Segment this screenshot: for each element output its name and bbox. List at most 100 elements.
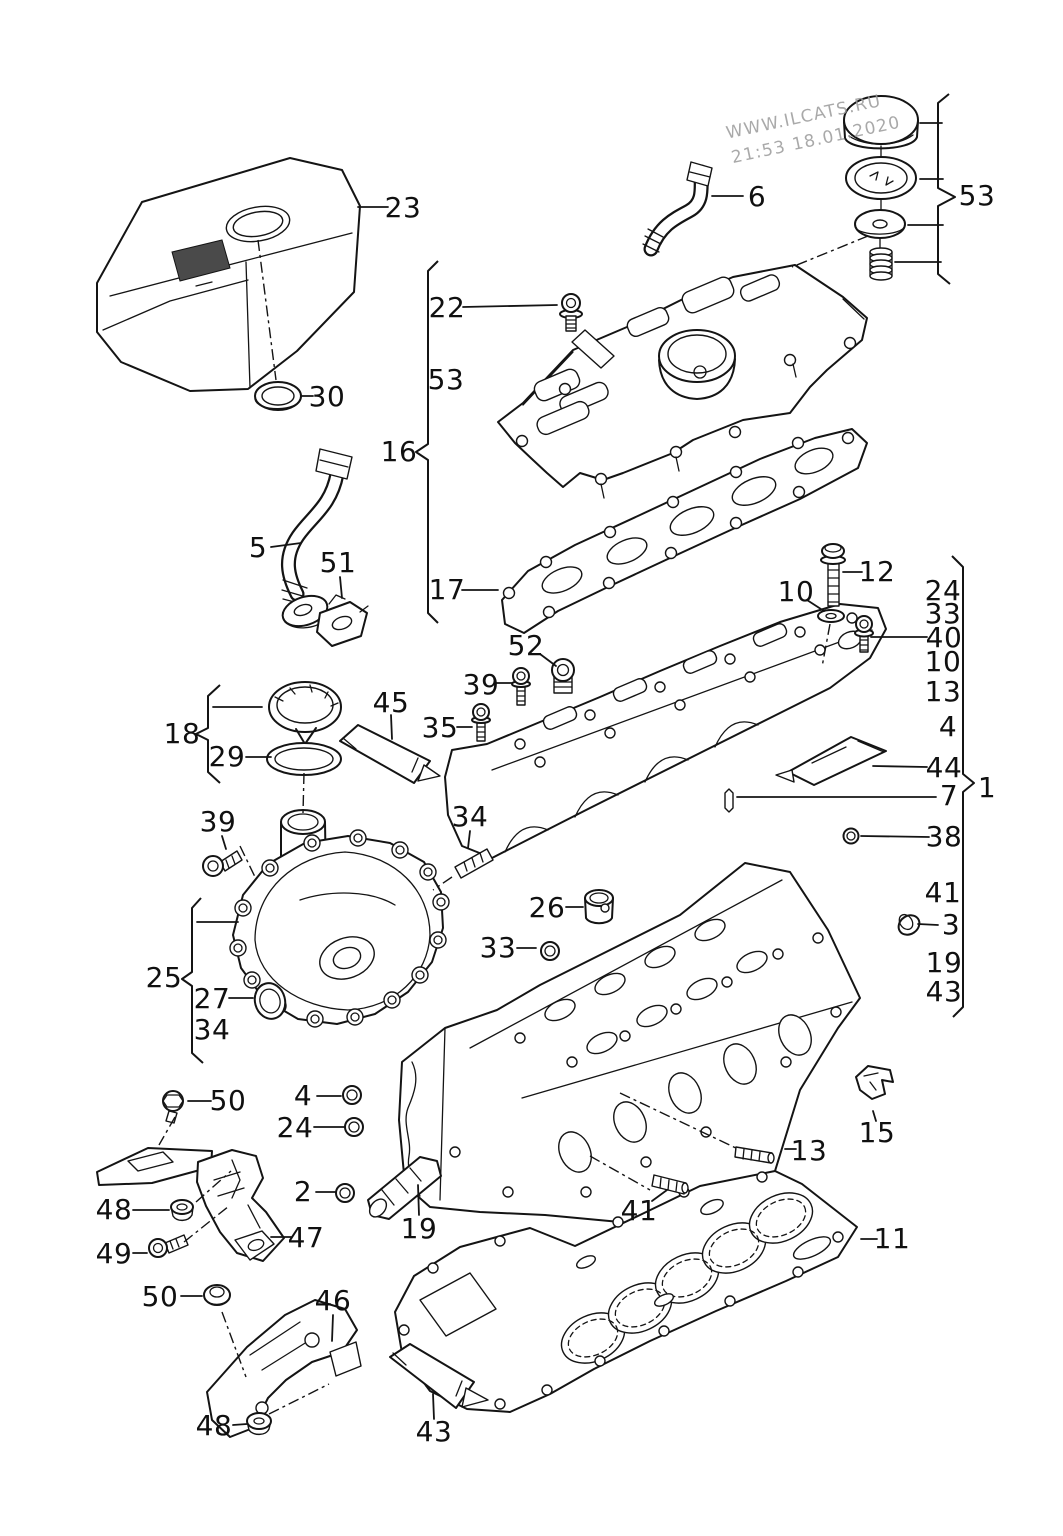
part-bolt-39-left [202, 850, 243, 877]
part-label-44: 44 [925, 751, 963, 784]
part-label-6: 6 [747, 180, 767, 213]
part-label-19: 19 [400, 1212, 438, 1245]
part-label-40: 40 [925, 621, 963, 654]
part-label-5: 5 [248, 531, 268, 564]
part-label-34: 34 [451, 800, 489, 833]
part-label-16: 16 [380, 435, 418, 468]
part-vent-hose-5 [280, 448, 353, 629]
leader-line-19 [417, 1184, 420, 1216]
part-label-17: 17 [428, 573, 466, 606]
part-washer-10 [817, 609, 845, 623]
part-label-30: 30 [308, 380, 346, 413]
part-label-35: 35 [421, 711, 459, 744]
part-label-24: 24 [924, 574, 962, 607]
part-bolt-40 [854, 615, 874, 653]
leader-line-3 [917, 923, 939, 926]
construction-line [791, 235, 869, 268]
part-nut-48-upper [170, 1199, 194, 1222]
leader-line-39 [221, 835, 227, 850]
leader-line-15 [872, 1110, 877, 1122]
part-label-48: 48 [95, 1193, 133, 1226]
part-label-15: 15 [858, 1116, 896, 1149]
part-cap-seal-29 [266, 742, 342, 776]
construction-line [195, 1170, 232, 1203]
part-label-4: 4 [293, 1079, 313, 1112]
part-bolt-49 [148, 1234, 189, 1258]
part-oil-cap-18 [268, 681, 342, 745]
part-label-33: 33 [924, 597, 962, 630]
part-label-2: 2 [293, 1175, 313, 1208]
part-bolt-22 [559, 293, 583, 332]
part-label-13: 13 [924, 675, 962, 708]
part-stud-41 [651, 1174, 689, 1195]
part-cap-nut-50-lower [203, 1284, 231, 1306]
part-plug-3 [897, 913, 921, 936]
construction-line [821, 623, 831, 668]
part-cover-gasket-17 [501, 428, 868, 634]
part-label-11: 11 [873, 1222, 911, 1255]
part-retainer-clip-15 [855, 1065, 894, 1100]
part-label-53: 53 [427, 363, 465, 396]
part-label-4: 4 [938, 710, 958, 743]
part-label-50: 50 [209, 1084, 247, 1117]
part-label-33: 33 [479, 931, 517, 964]
leader-line-43 [432, 1393, 435, 1420]
construction-line [302, 772, 305, 814]
leader-line-5 [270, 542, 302, 548]
part-label-1: 1 [977, 771, 997, 804]
part-shaft-seal-27 [253, 982, 287, 1020]
part-oring-4 [342, 1085, 362, 1105]
part-nut-48-lower [246, 1412, 272, 1436]
part-camshaft-carrier [444, 603, 887, 859]
construction-lines-layer [158, 235, 869, 1415]
construction-line [239, 845, 257, 880]
part-label-43: 43 [415, 1415, 453, 1448]
part-seal-ring-33 [540, 941, 560, 961]
part-support-bracket-47 [196, 1149, 285, 1262]
leader-line-44 [872, 765, 928, 768]
part-spring-53 [869, 247, 893, 281]
leader-line-48 [232, 1423, 248, 1426]
group-brackets-layer [181, 93, 975, 1064]
part-label-27: 27 [193, 982, 231, 1015]
part-seal-ring-38 [842, 827, 860, 845]
part-label-51: 51 [319, 546, 357, 579]
part-label-29: 29 [208, 740, 246, 773]
part-cylinder-head [398, 862, 861, 1229]
part-bracket-gasket [96, 1147, 213, 1186]
part-label-22: 22 [428, 291, 466, 324]
part-pin-7 [724, 788, 734, 813]
part-stud-13 [734, 1146, 775, 1164]
part-label-7: 7 [939, 779, 959, 812]
part-plug-52 [551, 658, 575, 694]
part-label-10: 10 [924, 645, 962, 678]
part-bolt-35 [471, 703, 491, 742]
part-label-25: 25 [145, 961, 183, 994]
part-label-34: 34 [193, 1013, 231, 1046]
part-flange-gasket-51 [316, 594, 369, 647]
part-label-45: 45 [372, 686, 410, 719]
part-label-24: 24 [276, 1111, 314, 1144]
part-label-18: 18 [163, 717, 201, 750]
part-label-46: 46 [314, 1284, 352, 1317]
part-engine-cover-23 [96, 157, 361, 392]
part-label-41: 41 [924, 876, 962, 909]
part-label-47: 47 [287, 1221, 325, 1254]
part-label-53: 53 [958, 179, 996, 212]
leader-line-38 [860, 835, 930, 838]
part-sealant-tube-45 [339, 724, 441, 784]
construction-line [158, 1116, 176, 1146]
construction-line [183, 1205, 230, 1243]
part-label-10: 10 [777, 575, 815, 608]
part-label-41: 41 [620, 1194, 658, 1227]
leader-line-45 [390, 714, 393, 740]
leader-line-46 [331, 1314, 334, 1342]
part-label-43: 43 [925, 975, 963, 1008]
part-grommet-30 [254, 381, 302, 411]
part-label-13: 13 [790, 1134, 828, 1167]
part-label-23: 23 [384, 191, 422, 224]
part-front-cover-25 [229, 829, 450, 1028]
part-label-49: 49 [95, 1237, 133, 1270]
leader-line-34 [467, 830, 471, 849]
